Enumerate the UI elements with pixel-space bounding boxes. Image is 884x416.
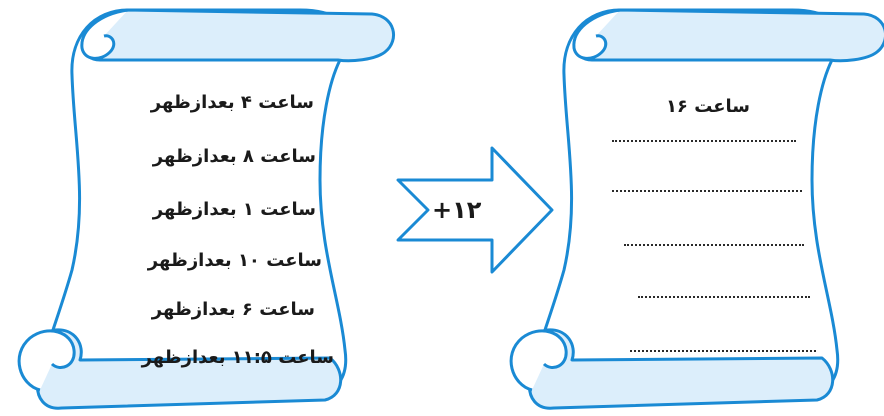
- answer-example: ساعت ۱۶: [665, 96, 750, 117]
- right-scroll-bottom-curl: [509, 329, 568, 392]
- answer-blank[interactable]: [638, 296, 810, 298]
- left-scroll-item: ساعت ۱۰ بعدازظهر: [147, 250, 322, 271]
- right-scroll-body: [528, 8, 840, 402]
- left-scroll-item: ساعت ۴ بعدازظهر: [150, 92, 314, 113]
- left-scroll-item: ساعت ۱۱:۵ بعدازظهر: [141, 347, 334, 368]
- answer-blank[interactable]: [624, 244, 804, 246]
- left-scroll-item: ساعت ۶ بعدازظهر: [151, 299, 315, 320]
- answer-blank[interactable]: [612, 190, 802, 192]
- right-scroll-top-curl: [572, 8, 621, 60]
- left-scroll-item: ساعت ۱ بعدازظهر: [152, 199, 316, 220]
- arrow-shape: [396, 146, 554, 274]
- right-scroll-top-roll: [574, 8, 884, 63]
- left-scroll-bottom-curl: [17, 329, 76, 392]
- arrow-label: +۱۲: [432, 196, 482, 224]
- plus-twelve-arrow: [396, 146, 554, 274]
- answer-blank[interactable]: [612, 140, 796, 142]
- left-scroll-item: ساعت ۸ بعدازظهر: [152, 146, 316, 167]
- answer-blank[interactable]: [630, 350, 816, 352]
- left-scroll-top-curl: [80, 8, 129, 60]
- left-scroll: [17, 8, 395, 410]
- left-scroll-top-roll: [82, 8, 395, 63]
- right-scroll: [509, 8, 884, 410]
